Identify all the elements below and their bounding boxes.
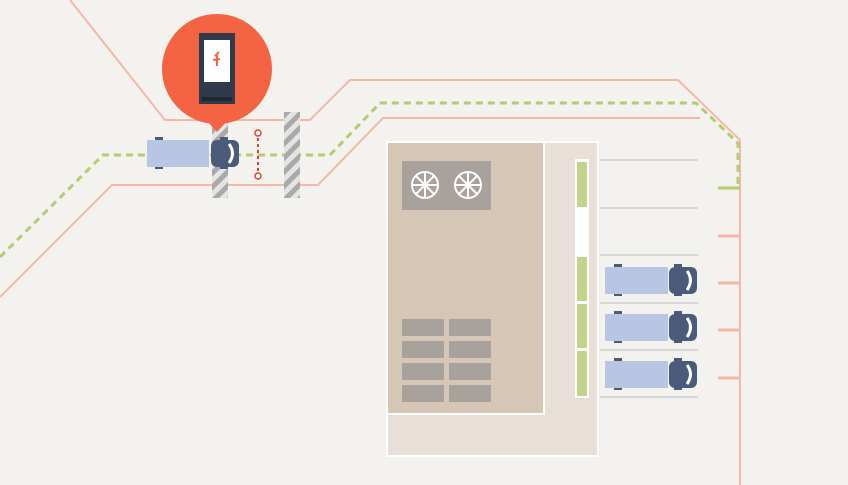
gate-barrier-right <box>284 112 300 198</box>
road-outline <box>0 0 741 485</box>
dock-lane-markers <box>718 186 740 380</box>
truck-cab <box>669 361 697 388</box>
roof-panel <box>402 363 444 380</box>
truck-trailer <box>147 140 209 167</box>
dock-door[interactable] <box>577 304 587 348</box>
sensor-node <box>254 129 262 137</box>
roof-panel <box>402 319 444 336</box>
dock-door[interactable] <box>577 257 587 301</box>
dock-doors <box>575 159 589 398</box>
dock-door-open[interactable] <box>577 209 587 254</box>
truck-cab <box>669 267 697 294</box>
roof-panel <box>449 385 491 402</box>
truck-trailer <box>605 314 668 341</box>
gate-sensor <box>254 129 262 180</box>
roof-panel <box>402 341 444 358</box>
roof-panels <box>402 319 491 402</box>
sensor-node <box>254 172 262 180</box>
fan-icon <box>454 171 482 199</box>
road-upper-edge <box>69 0 741 485</box>
truck-trailer <box>605 267 668 294</box>
hvac-unit <box>402 161 491 210</box>
roof-panel <box>402 385 444 402</box>
roof-panel <box>449 319 491 336</box>
roof-panel <box>449 363 491 380</box>
roof-panel <box>449 341 491 358</box>
truck-cab <box>669 314 697 341</box>
truck-cab <box>211 140 239 167</box>
fan-icon <box>411 171 439 199</box>
truck-trailer <box>605 361 668 388</box>
truck-docked[interactable] <box>605 264 697 296</box>
truck-at-gate[interactable] <box>147 137 239 169</box>
parking-lines <box>600 159 698 398</box>
road-lower-edge <box>0 117 700 298</box>
truck-docked[interactable] <box>605 358 697 390</box>
kiosk-location-marker[interactable] <box>162 14 272 132</box>
truck-route-path <box>0 101 740 259</box>
truck-docked[interactable] <box>605 311 697 343</box>
dock-door[interactable] <box>577 351 587 396</box>
warehouse-building <box>386 141 599 457</box>
digital-kiosk-icon <box>199 33 235 104</box>
dock-door[interactable] <box>577 162 587 207</box>
